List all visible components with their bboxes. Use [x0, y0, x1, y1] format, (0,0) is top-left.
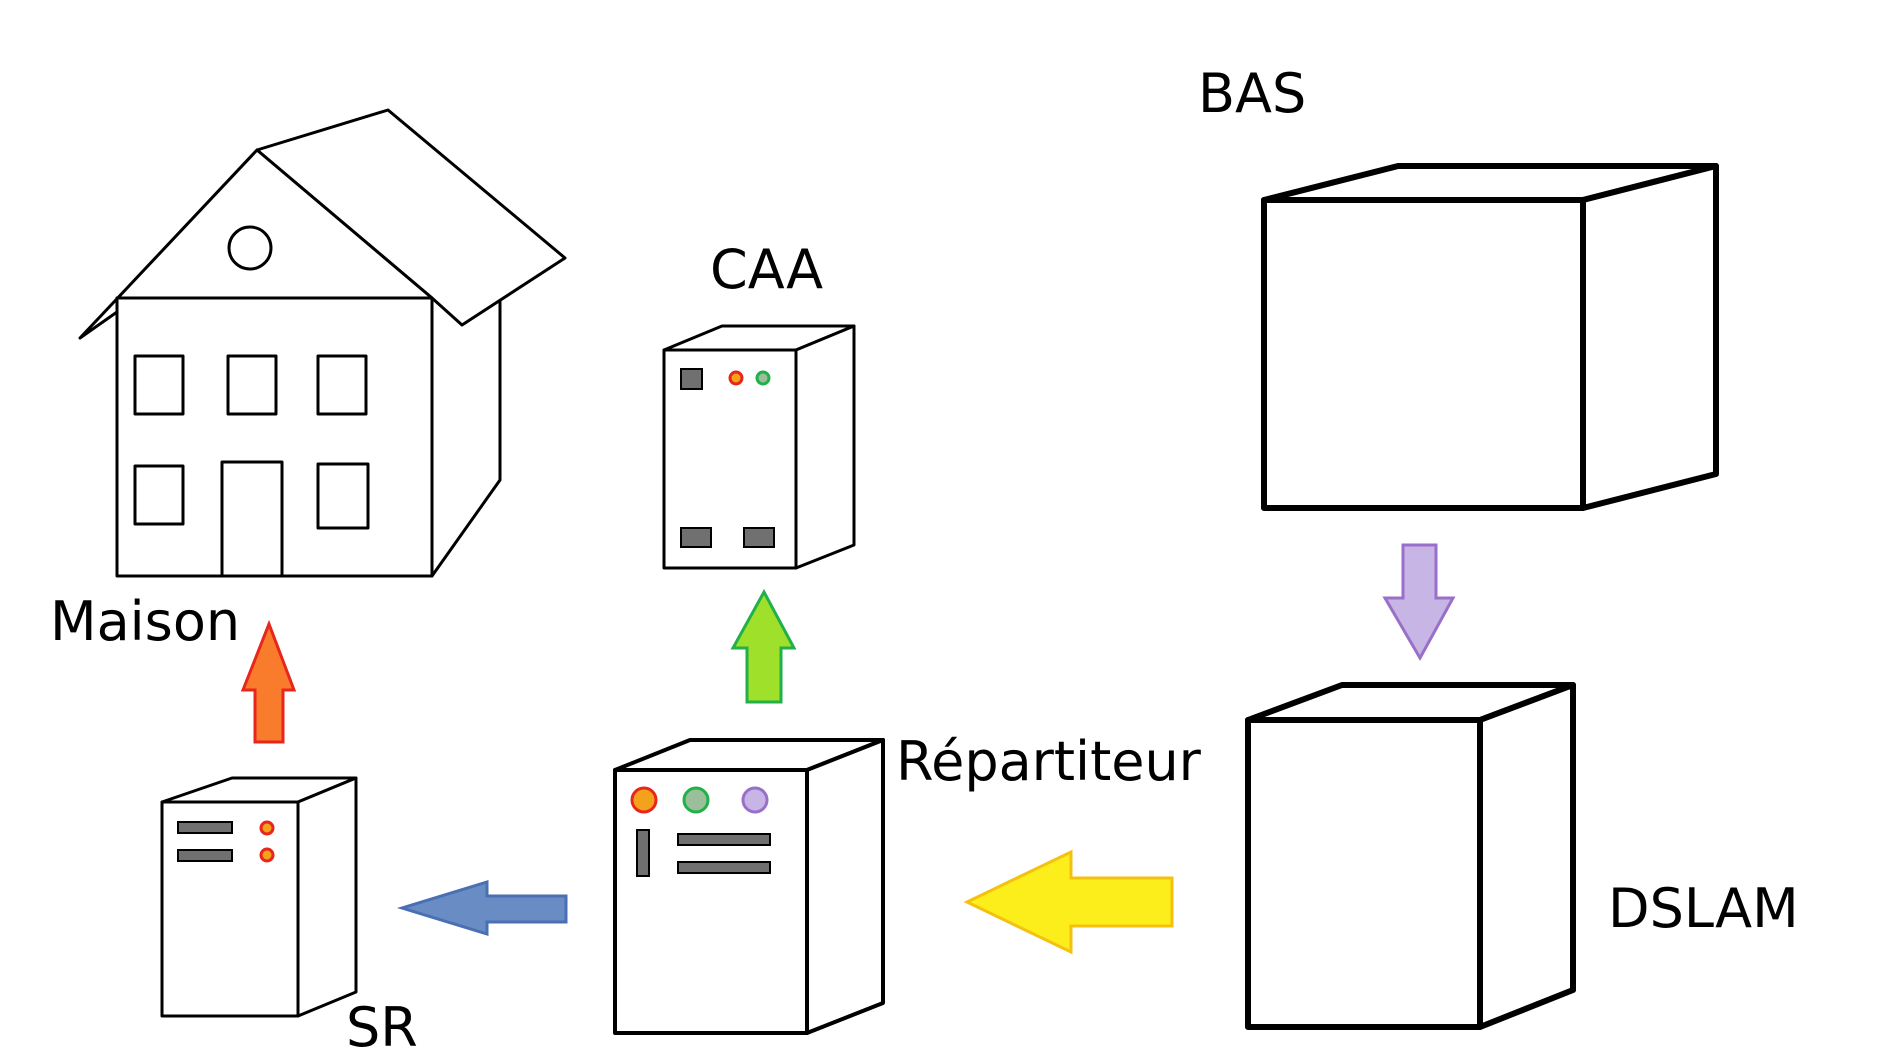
sr-led-top-icon	[259, 820, 275, 836]
sr-led-bottom-icon	[259, 847, 275, 863]
sr-slot-top-icon	[177, 821, 233, 834]
repartiteur-label: Répartiteur	[896, 730, 1202, 793]
repartiteur-device	[613, 738, 885, 1035]
repartiteur-slot-bottom-icon	[677, 861, 771, 874]
sr-device	[160, 776, 358, 1018]
caa-led-green-icon	[755, 370, 771, 386]
house-drawing	[78, 108, 567, 578]
arrow-down-bas-to-dslam-icon	[1382, 543, 1456, 662]
dslam-label: DSLAM	[1608, 877, 1799, 940]
house-label: Maison	[50, 590, 240, 653]
bas-device	[1261, 163, 1719, 511]
arrow-left-repartiteur-to-sr-icon	[396, 879, 568, 937]
caa-led-red-icon	[728, 370, 744, 386]
repartiteur-vertical-slot-icon	[636, 829, 650, 877]
dslam-device	[1245, 682, 1576, 1030]
arrow-left-dslam-to-repartiteur-icon	[963, 849, 1174, 955]
repartiteur-led-purple-icon	[741, 786, 769, 814]
caa-slot-right-icon	[743, 527, 775, 548]
sr-slot-bottom-icon	[177, 849, 233, 862]
arrow-up-sr-to-house-icon	[240, 619, 297, 744]
caa-device	[662, 324, 856, 570]
repartiteur-led-orange-icon	[630, 786, 658, 814]
caa-slot-left-icon	[680, 527, 712, 548]
repartiteur-led-green-icon	[682, 786, 710, 814]
arrow-up-repartiteur-to-caa-icon	[730, 588, 797, 704]
bas-label: BAS	[1198, 62, 1306, 125]
repartiteur-slot-top-icon	[677, 833, 771, 846]
caa-port-icon	[680, 368, 703, 390]
caa-label: CAA	[710, 238, 823, 301]
sr-label: SR	[346, 996, 418, 1052]
